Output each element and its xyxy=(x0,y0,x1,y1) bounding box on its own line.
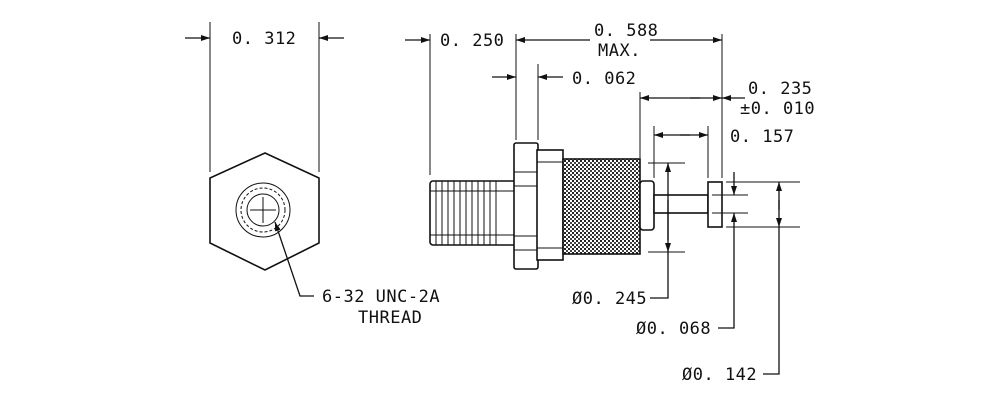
shoulder xyxy=(639,180,655,231)
knurled-body xyxy=(562,158,641,255)
pin xyxy=(653,194,709,214)
dim-dia-head: Ø0. 142 xyxy=(682,365,757,385)
flange xyxy=(536,149,564,261)
side-view: 0. 250 0. 588 MAX. 0. 062 0. 235 ±0. 010… xyxy=(405,21,815,385)
dim-flange-thickness: 0. 062 xyxy=(572,69,636,89)
hex-outline xyxy=(209,152,320,271)
leader xyxy=(763,227,780,375)
terminal-head xyxy=(707,181,723,228)
dim-terminal-length: 0. 235 xyxy=(748,79,812,99)
dim-dia-pin: Ø0. 068 xyxy=(636,319,711,339)
leader xyxy=(718,236,735,329)
leader xyxy=(650,252,669,299)
thread-mid-circle xyxy=(240,187,286,233)
thread-leader xyxy=(274,221,314,297)
dim-overall-length: 0. 588 xyxy=(594,21,658,41)
thread-callout-line2: THREAD xyxy=(358,308,422,328)
dim-thread-length: 0. 250 xyxy=(440,31,504,51)
dim-width-across-flats: 0. 312 xyxy=(232,29,296,49)
dim-terminal-tolerance: ±0. 010 xyxy=(740,99,815,119)
thread-lines xyxy=(430,181,518,245)
end-view: 0. 312 6-32 UNC-2A THREAD xyxy=(185,22,440,328)
thread-outer-circle xyxy=(235,182,291,238)
dim-dia-body: Ø0. 245 xyxy=(572,289,647,309)
thread-inner-circle xyxy=(246,193,280,227)
dim-overall-length-note: MAX. xyxy=(598,41,641,61)
thread-callout-line1: 6-32 UNC-2A xyxy=(322,287,440,307)
dim-pin-length: 0. 157 xyxy=(730,127,794,147)
